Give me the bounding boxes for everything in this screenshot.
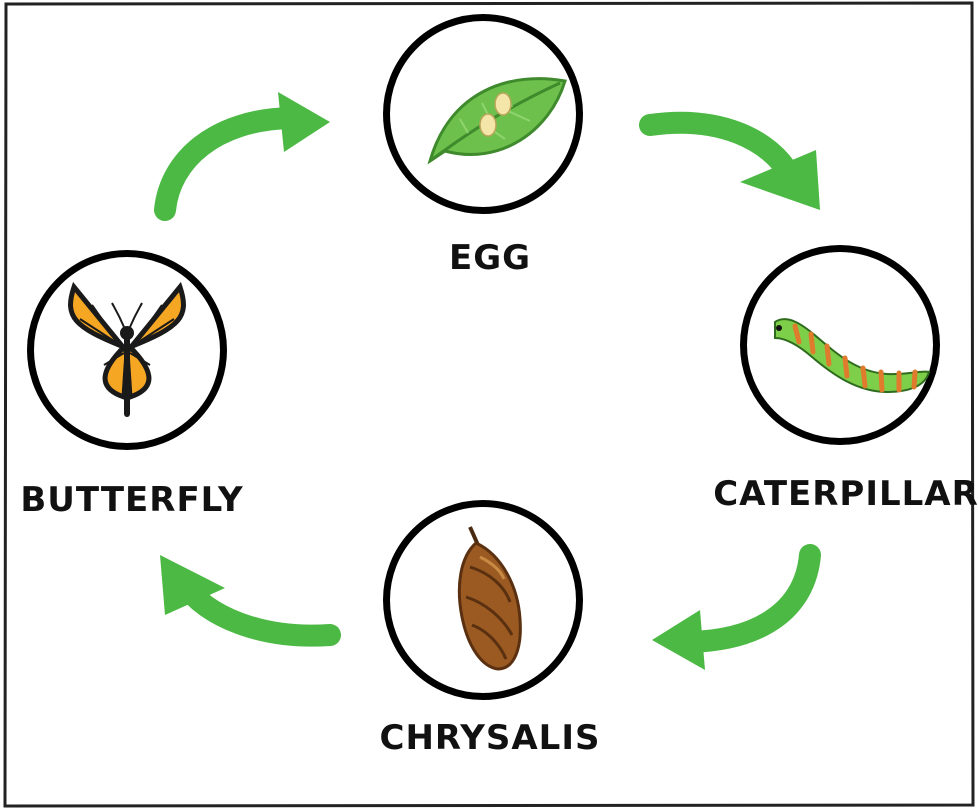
stage-egg-circle: [383, 14, 583, 214]
stage-chrysalis-circle: [383, 500, 583, 700]
stage-label-chrysalis: CHRYSALIS: [380, 718, 601, 758]
stage-butterfly-circle: [27, 250, 227, 450]
butterfly-icon: [34, 257, 220, 443]
stage-label-caterpillar: CATERPILLAR: [713, 474, 978, 514]
egg-on-leaf-icon: [390, 21, 576, 207]
stage-caterpillar-circle: [740, 245, 940, 445]
stage-label-butterfly: BUTTERFLY: [20, 480, 243, 520]
caterpillar-icon: [747, 252, 933, 438]
chrysalis-icon: [390, 507, 576, 693]
stage-label-egg: EGG: [449, 238, 531, 278]
